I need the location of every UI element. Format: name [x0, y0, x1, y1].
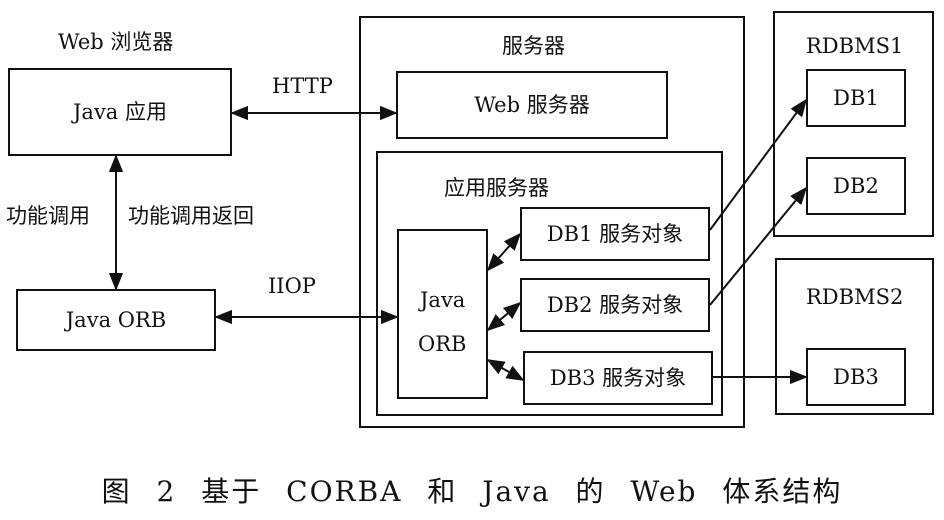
java-orb-client-label: Java ORB [65, 307, 167, 332]
rdbms2-title: RDBMS2 [806, 285, 904, 309]
java-app-label: Java 应用 [73, 99, 167, 124]
iiop-label: IIOP [268, 274, 316, 298]
http-label: HTTP [272, 74, 333, 98]
figure-caption: 图 2 基于 CORBA 和 Java 的 Web 体系结构 [101, 475, 843, 508]
db2-box: DB2 [806, 157, 906, 215]
rdbms2-box [775, 258, 934, 415]
db1-object-to-db1-arrow [709, 98, 808, 231]
app-server-box [376, 151, 723, 416]
orb-to-db2-object-arrow [486, 301, 522, 332]
rdbms1-box [773, 11, 934, 237]
java-orb-server-box [397, 229, 488, 399]
db3-box: DB3 [806, 348, 906, 406]
db1-object-label: DB1 服务对象 [546, 221, 684, 246]
db3-label: DB3 [833, 364, 879, 389]
java-orb-server-line1: Java [420, 288, 466, 312]
db3-object-box: DB3 服务对象 [523, 351, 713, 405]
java-orb-server-line2: ORB [418, 332, 467, 356]
server-box [359, 16, 745, 428]
db2-object-to-db2-arrow [709, 186, 808, 306]
java-app-box: Java 应用 [8, 68, 232, 156]
web-server-label: Web 服务器 [474, 92, 590, 117]
db2-label: DB2 [833, 173, 879, 198]
db3-object-label: DB3 服务对象 [549, 365, 687, 390]
call-label: 功能调用 [6, 204, 90, 228]
rdbms1-title: RDBMS1 [806, 34, 904, 58]
app-server-title: 应用服务器 [444, 176, 549, 200]
browser-title: Web 浏览器 [58, 30, 174, 54]
orb-to-db3-object-arrow [486, 359, 525, 381]
java-orb-client-box: Java ORB [16, 289, 216, 351]
server-title: 服务器 [502, 34, 565, 58]
db1-label: DB1 [833, 85, 879, 110]
db1-object-box: DB1 服务对象 [520, 207, 710, 261]
call-return-label: 功能调用返回 [128, 204, 254, 228]
web-server-box: Web 服务器 [396, 71, 668, 139]
db2-object-box: DB2 服务对象 [520, 278, 710, 332]
db1-box: DB1 [806, 69, 906, 127]
db2-object-label: DB2 服务对象 [546, 292, 684, 317]
orb-to-db1-object-arrow [486, 232, 522, 272]
